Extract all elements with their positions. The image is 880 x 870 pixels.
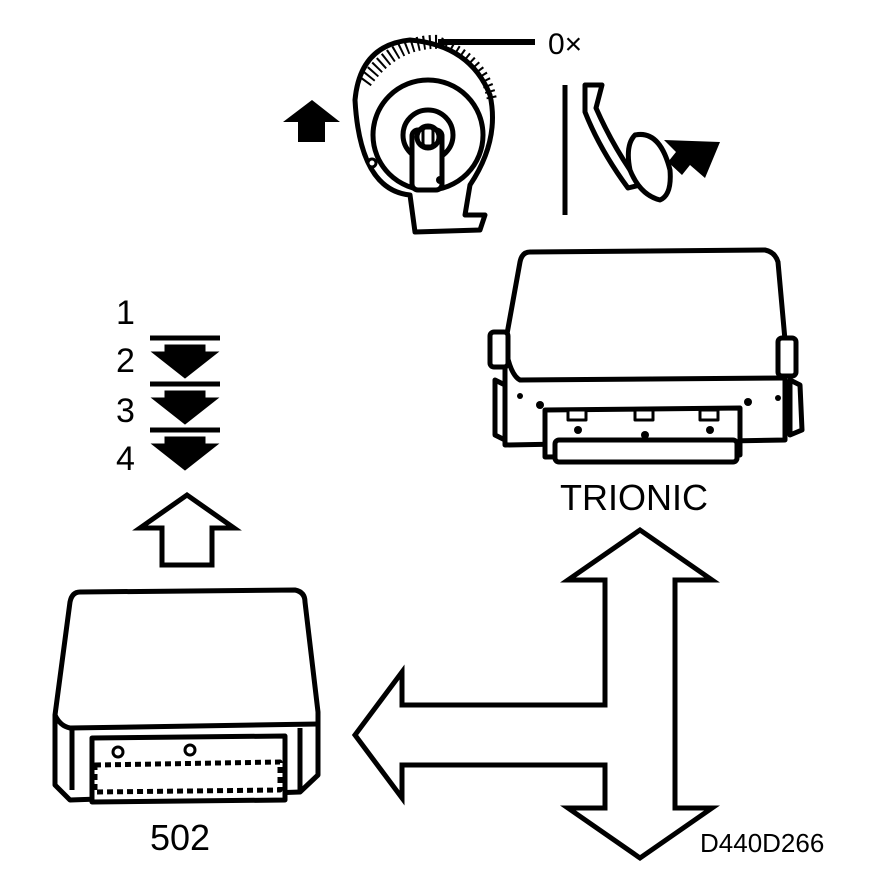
downshift-arrow-icon xyxy=(150,335,220,471)
gear-label-1: 1 xyxy=(116,294,135,332)
pedal-press-arrow-icon xyxy=(664,140,720,178)
throttle-position-label: 0× xyxy=(548,28,583,61)
figure-code: D440D266 xyxy=(700,828,825,858)
control-unit-502 xyxy=(52,587,321,805)
gear-label-4: 4 xyxy=(116,440,135,478)
up-arrow-icon xyxy=(132,491,242,568)
trionic-label: TRIONIC xyxy=(560,477,708,518)
trionic-control-unit xyxy=(487,247,805,465)
gear-label-3: 3 xyxy=(116,392,135,430)
push-arrow-icon xyxy=(283,100,340,142)
accelerator-pedal-icon xyxy=(582,82,673,203)
gear-label-2: 2 xyxy=(116,342,135,380)
bidirectional-arrow-icon xyxy=(351,526,720,862)
control-unit-502-label: 502 xyxy=(150,817,211,858)
throttle-body-icon xyxy=(352,34,497,235)
trionic-screws xyxy=(517,393,781,439)
